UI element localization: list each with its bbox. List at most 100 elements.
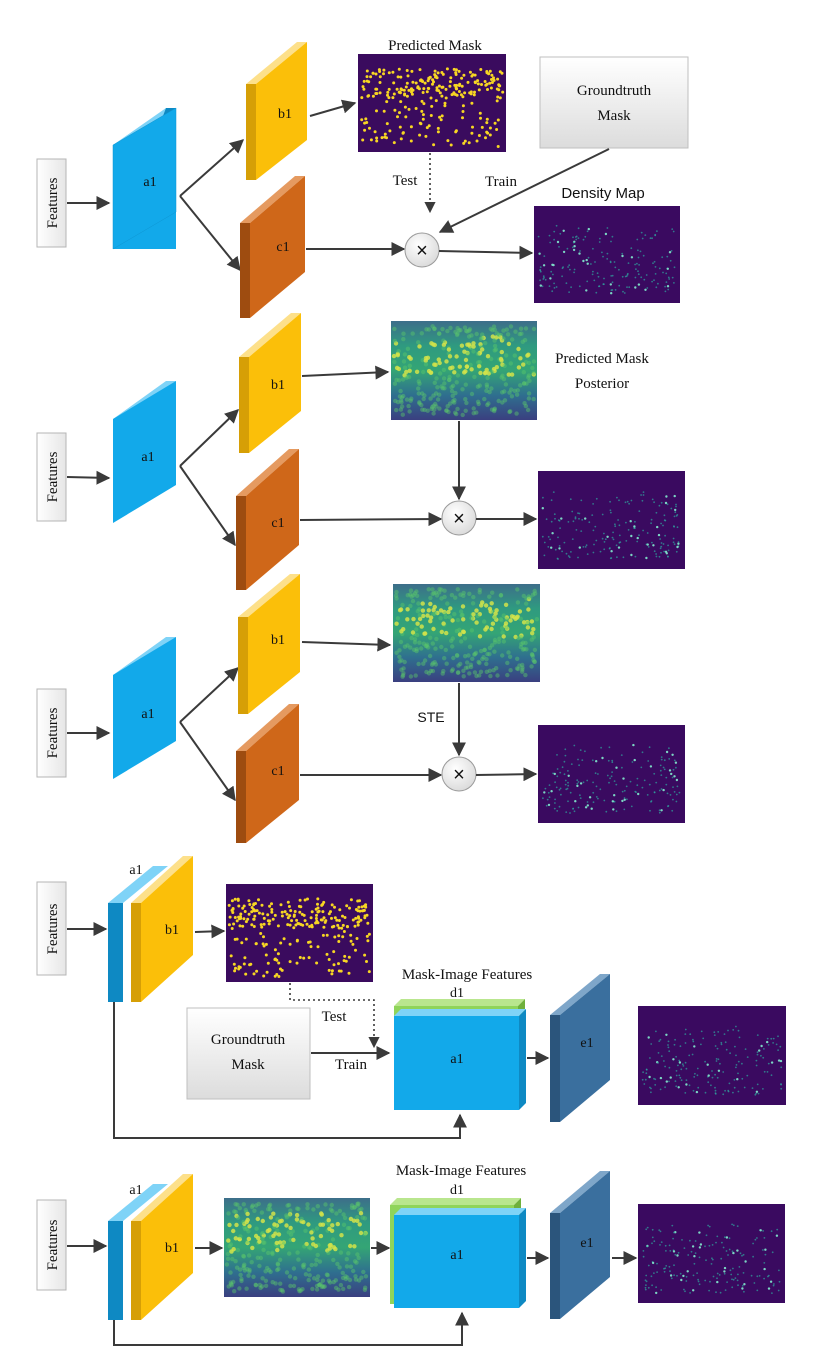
density-dot [725, 1236, 729, 1239]
posterior-blob [329, 1202, 334, 1208]
mask-dot [472, 93, 476, 97]
density-dot [611, 759, 614, 762]
density-dot [668, 758, 671, 760]
density-dot [707, 1074, 710, 1077]
posterior-blob [230, 1256, 235, 1262]
mask-dot [463, 139, 467, 143]
mask-dot [337, 926, 341, 930]
mask-dot [398, 91, 402, 95]
posterior-blob [493, 347, 499, 352]
density-dot [575, 235, 578, 238]
svg-text:e1: e1 [580, 1036, 593, 1051]
posterior-blob [428, 601, 433, 607]
posterior-blob [454, 332, 460, 338]
posterior-blob [456, 670, 461, 675]
mask-dot [382, 68, 386, 72]
density-dot [669, 259, 672, 262]
posterior-blob [509, 387, 514, 392]
density-dot [672, 1250, 676, 1253]
density-dot [617, 546, 621, 549]
posterior-blob [487, 645, 493, 651]
posterior-blob [433, 662, 439, 667]
svg-text:Features: Features [45, 903, 61, 954]
density-dot [603, 283, 605, 286]
posterior-blob [228, 1270, 233, 1275]
svg-text:d1: d1 [450, 1183, 464, 1198]
density-dot [547, 803, 551, 807]
density-dot [755, 1064, 758, 1067]
density-dot [766, 1037, 769, 1040]
mask-dot [438, 115, 442, 119]
mask-dot [421, 117, 425, 121]
posterior-blob [494, 335, 499, 340]
density-dot [588, 521, 591, 524]
mask-dot [488, 126, 492, 130]
density-dot [644, 1286, 647, 1289]
mask-dot [366, 939, 370, 943]
mask-dot [496, 145, 500, 148]
mask-dot [478, 111, 482, 115]
density-dot [575, 529, 578, 531]
density-dot [665, 783, 668, 786]
density-dot [665, 495, 668, 498]
density-dot [735, 1064, 738, 1066]
mask-dot [320, 903, 324, 907]
mask-dot [268, 904, 272, 908]
density-dot [553, 807, 556, 810]
density-dot [641, 786, 644, 789]
posterior-blob [447, 615, 452, 620]
posterior-blob [472, 652, 477, 657]
posterior-blob [526, 352, 531, 357]
posterior-blob [439, 587, 444, 592]
density-dot [685, 1275, 688, 1278]
posterior-blob [426, 587, 431, 592]
density-dot [556, 775, 559, 778]
mask-dot [387, 96, 391, 100]
density-dot [717, 1058, 720, 1061]
posterior-blob [523, 640, 528, 646]
mask-dot [238, 924, 242, 928]
density-dot [542, 275, 545, 278]
density-dot [754, 1093, 757, 1096]
posterior-blob [478, 669, 484, 674]
density-dot [660, 758, 663, 761]
density-dot [623, 798, 626, 801]
posterior-blob [428, 595, 433, 601]
mask-dot [365, 69, 369, 73]
posterior-blob [413, 673, 418, 678]
density-dot [695, 1090, 699, 1094]
density-dot [594, 525, 597, 528]
density-dot [766, 1071, 769, 1073]
density-dot [558, 547, 561, 550]
density-dot [541, 507, 544, 510]
mask-dot [345, 904, 349, 908]
posterior-blob [362, 1232, 367, 1237]
density-dot [729, 1052, 731, 1055]
density-dot [654, 1084, 657, 1086]
mask-dot [419, 78, 423, 82]
posterior-blob [268, 1215, 274, 1220]
posterior-blob [344, 1257, 349, 1262]
density-dot [739, 1252, 742, 1255]
density-dot [567, 521, 570, 523]
posterior-blob [530, 592, 536, 597]
density-dot [621, 254, 624, 258]
density-dot [618, 541, 621, 544]
mask-dot [496, 77, 500, 81]
density-dot [714, 1045, 717, 1047]
posterior-blob [284, 1270, 290, 1275]
density-dot [618, 524, 621, 527]
density-dot [567, 555, 570, 557]
mask-dot [460, 76, 464, 80]
density-dot [777, 1049, 779, 1051]
density-dot [655, 1286, 657, 1289]
section-4: Features a1 b1 Test Groundtruth Mask Tra… [36, 856, 786, 1139]
density-dot [660, 501, 663, 504]
posterior-blob [408, 588, 414, 593]
mask-dot [333, 916, 337, 920]
mask-dot [347, 971, 351, 975]
density-dot [586, 779, 589, 782]
density-dot [736, 1249, 739, 1252]
density-dot [704, 1060, 706, 1063]
posterior-blob [442, 594, 447, 600]
